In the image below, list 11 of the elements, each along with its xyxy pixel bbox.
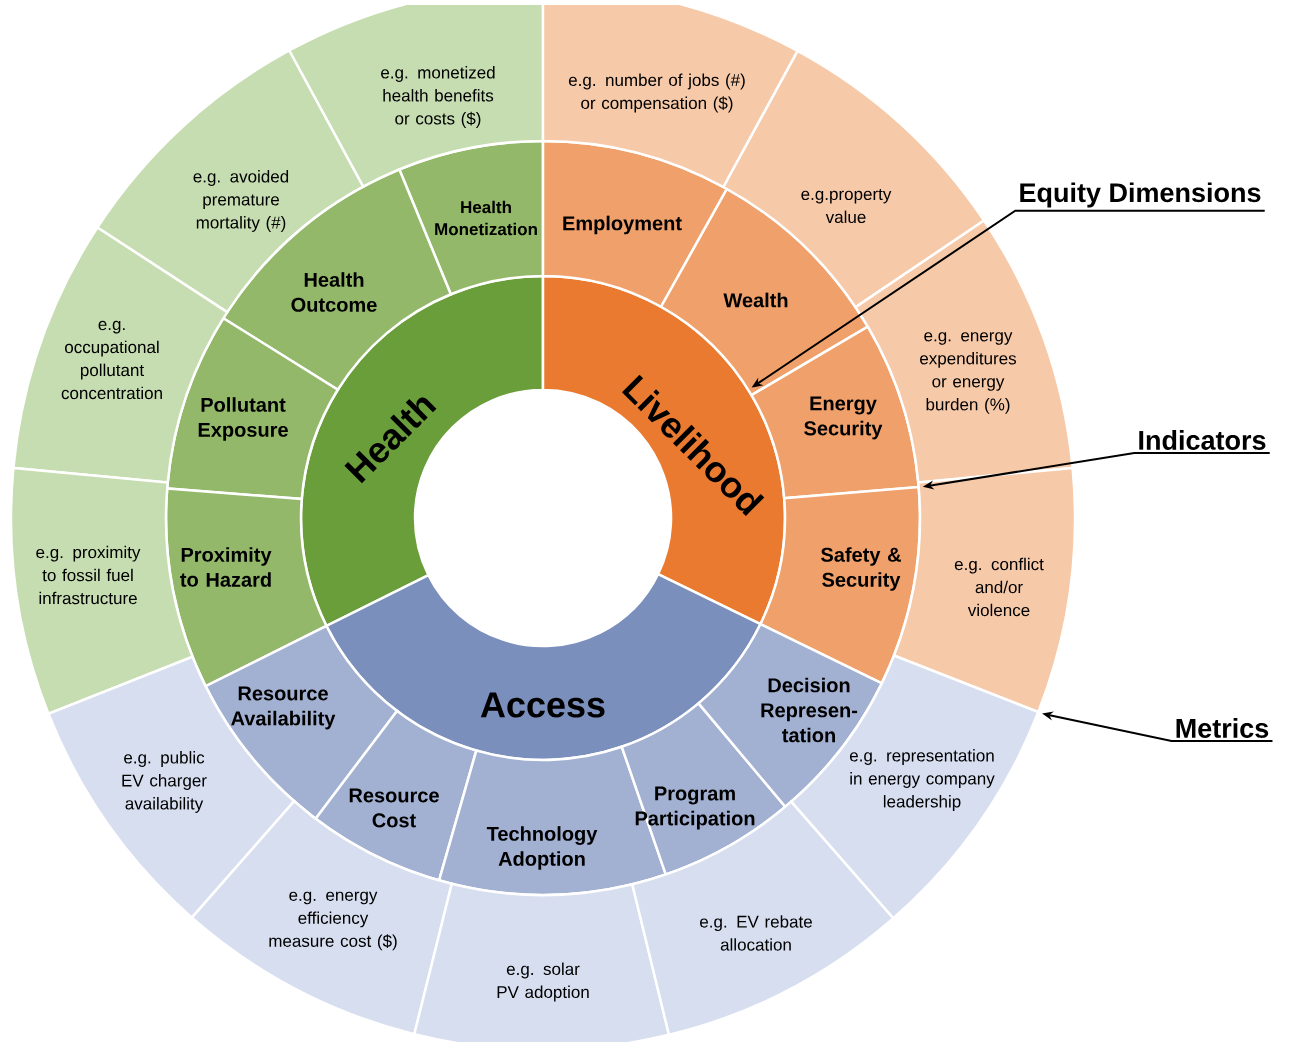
metric-sector: e.g. monetized health benefits or costs ($): [287, 5, 545, 188]
ring-title: Metrics: [1176, 718, 1269, 738]
metric-sector: e.g. number of jobs (#) or compensation ($): [541, 5, 799, 189]
ring-title: Equity Dimensions: [1020, 182, 1261, 208]
ring-title: Indicators: [1139, 430, 1266, 450]
node-label: e.g. proximity to fossil fuel infrastructure: [36, 545, 141, 605]
node-label: e.g. solar PV adoption: [497, 962, 589, 1002]
indicator-sector: Pollutant Exposure: [165, 316, 340, 501]
metric-sector: e.g. solar PV adoption: [413, 882, 671, 1042]
node-label: e.g. occupational pollutant concentration: [61, 320, 162, 400]
node-label: e.g. monetized health benefits or costs ($): [381, 66, 495, 128]
